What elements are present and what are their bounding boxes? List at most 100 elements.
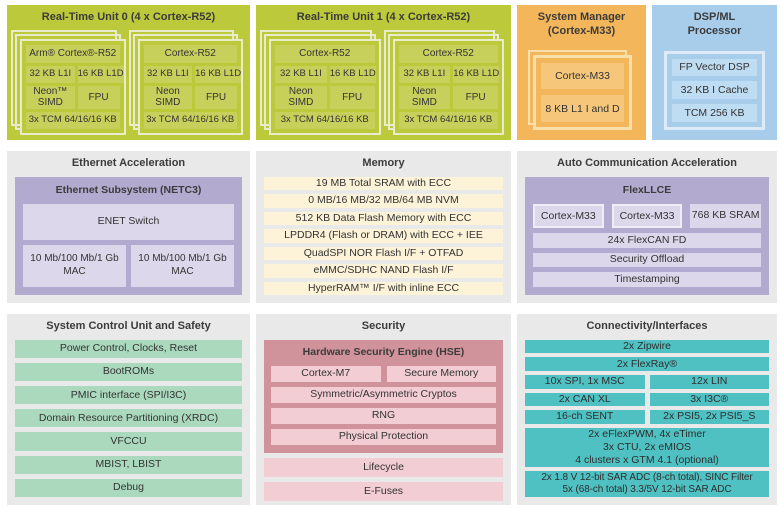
dsp-card: FP Vector DSP 32 KB I Cache TCM 256 KB [664,50,765,130]
simd-fpu-row: Neon SIMD FPU [398,85,498,109]
neon-simd: Neon™ SIMD [26,85,75,109]
safety-rows: Power Control, Clocks, Reset BootROMs PM… [15,339,242,497]
secure-memory-cell: Secure Memory [386,365,496,382]
l1i-cache: 32 KB L1I [398,65,451,83]
l1i-cache: 32 KB L1I [143,65,193,83]
enet-switch: ENET Switch [23,203,234,240]
core-name: Arm® Cortex®-R52 [26,44,120,63]
tile-real-time-unit-0: Real-Time Unit 0 (4 x Cortex-R52) Arm® C… [7,5,250,140]
gb-mac: 10 Mb/100 Mb/1 Gb MAC [131,244,234,287]
safety-row: Debug [15,478,242,497]
title-line: DSP/ML [693,11,736,23]
tile-security: Security Hardware Security Engine (HSE) … [256,314,511,505]
can-i3c-row: 2x CAN XL 3x I3C® [525,392,769,407]
tcm: 3x TCM 64/16/16 KB [143,111,237,129]
tile-real-time-unit-1: Real-Time Unit 1 (4 x Cortex-R52) Cortex… [256,5,511,140]
tile-title: System Control Unit and Safety [46,320,211,332]
lifecycle-row: Lifecycle [264,457,503,477]
can-xl-cell: 2x CAN XL [525,392,645,407]
neon-simd: Neon SIMD [398,85,451,109]
cortex-r52-core-stack: Cortex-R52 32 KB L1I 16 KB L1D Neon SIMD… [383,29,504,135]
core-name: Cortex-R52 [398,44,498,63]
cortex-m7-cell: Cortex-M7 [271,365,381,382]
i3c-cell: 3x I3C® [649,392,769,407]
l1d-cache: 16 KB L1D [329,65,376,83]
simd-fpu-row: Neon SIMD FPU [143,85,237,109]
core-group: Arm® Cortex®-R52 32 KB L1I 16 KB L1D Neo… [7,29,250,140]
tile-title: DSP/ML Processor [652,5,777,43]
zipwire-row: 2x Zipwire [525,339,769,354]
gb-mac: 10 Mb/100 Mb/1 Gb MAC [23,244,126,287]
cortex-r52-core-stack: Cortex-R52 32 KB L1I 16 KB L1D Neon SIMD… [128,29,243,135]
cortex-m33-stack: Cortex-M33 [611,203,683,228]
memory-row: eMMC/SDHC NAND Flash I/F [264,264,503,278]
memory-rows: 19 MB Total SRAM with ECC 0 MB/16 MB/32 … [264,176,503,296]
flexcan-row: 24x FlexCAN FD [533,232,761,248]
cortex-r52-core-stack: Cortex-R52 32 KB L1I 16 KB L1D Neon SIMD… [260,29,381,135]
core-name: Cortex-M33 [541,62,624,90]
adc-row: 2x 1.8 V 12-bit SAR ADC (8-ch total), SI… [525,471,769,498]
system-manager-body: Cortex-M33 8 KB L1 I and D [517,43,646,141]
tile-title: System Manager (Cortex-M33) [517,5,646,43]
l1i-cache: 32 KB L1I [26,65,75,83]
neon-simd: Neon SIMD [275,85,327,109]
hse-title: Hardware Security Engine (HSE) [302,345,465,358]
core-name: Cortex-R52 [143,44,237,63]
sent-psi5-row: 16-ch SENT 2x PSI5, 2x PSI5_S [525,410,769,424]
flexray-row: 2x FlexRay® [525,357,769,371]
memory-row: LPDDR4 (Flash or DRAM) with ECC + IEE [264,229,503,243]
timers-row: 2x eFlexPWM, 4x eTimer 3x CTU, 2x eMIOS … [525,427,769,468]
cortex-m33-cell: Cortex-M33 [611,203,683,228]
l1d-cache: 16 KB L1D [453,65,500,83]
timers-line: 3x CTU, 2x eMIOS [602,440,692,453]
dsp-body: FP Vector DSP 32 KB I Cache TCM 256 KB [652,43,777,141]
tile-memory: Memory 19 MB Total SRAM with ECC 0 MB/16… [256,151,511,303]
mac-row: 10 Mb/100 Mb/1 Gb MAC 10 Mb/100 Mb/1 Gb … [23,244,234,287]
tile-title: Auto Communication Acceleration [557,157,737,169]
l1i-cache: 32 KB L1I [275,65,327,83]
core-card: Cortex-R52 32 KB L1I 16 KB L1D Neon SIMD… [137,38,243,135]
timers-line: 2x eFlexPWM, 4x eTimer [588,427,706,440]
memory-row: HyperRAM™ I/F with inline ECC [264,281,503,296]
tile-system-control-safety: System Control Unit and Safety Power Con… [7,314,250,505]
memory-row: 512 KB Data Flash Memory with ECC [264,211,503,226]
tile-title: Connectivity/Interfaces [586,320,708,332]
cortex-m33-stack: Cortex-M33 8 KB L1 I and D [528,49,632,130]
physical-protection-row: Physical Protection [271,428,496,445]
ethernet-subsystem-block: Ethernet Subsystem (NETC3) ENET Switch 1… [15,176,242,295]
tile-auto-communication-acceleration: Auto Communication Acceleration FlexLLCE… [517,151,777,303]
security-offload-row: Security Offload [533,252,761,268]
simd-fpu-row: Neon™ SIMD FPU [26,85,120,109]
fp-vector-dsp: FP Vector DSP [672,58,757,77]
lin-cell: 12x LIN [649,374,769,389]
safety-row: VFCCU [15,432,242,451]
fpu: FPU [195,85,237,109]
core-card: Cortex-R52 32 KB L1I 16 KB L1D Neon SIMD… [269,38,381,135]
simd-fpu-row: Neon SIMD FPU [275,85,375,109]
connectivity-rows: 2x Zipwire 2x FlexRay® 10x SPI, 1x MSC 1… [525,339,769,498]
flexllce-cores: Cortex-M33 Cortex-M33 768 KB SRAM [533,203,761,228]
title-line: Processor [687,24,742,37]
efuses-row: E-Fuses [264,481,503,501]
subsystem-title: Ethernet Subsystem (NETC3) [55,183,202,196]
fpu: FPU [453,85,498,109]
spi-lin-row: 10x SPI, 1x MSC 12x LIN [525,374,769,389]
i-cache: 32 KB I Cache [672,81,757,100]
safety-row: Power Control, Clocks, Reset [15,339,242,358]
adc-line: 5x (68-ch total) 3.3/5V 12-bit SAR ADC [562,484,732,496]
l1d-cache: 16 KB L1D [77,65,124,83]
cortex-m33-stack: Cortex-M33 [533,203,604,228]
core-group: Cortex-R52 32 KB L1I 16 KB L1D Neon SIMD… [256,29,511,140]
tcm: 3x TCM 64/16/16 KB [26,111,120,129]
neon-simd: Neon SIMD [143,85,193,109]
cache-row: 32 KB L1I 16 KB L1D [398,65,500,83]
cache-row: 32 KB L1I 16 KB L1D [143,65,242,83]
tile-title: Real-Time Unit 0 (4 x Cortex-R52) [41,11,216,23]
flexllce-title: FlexLLCE [622,183,672,196]
sram-cell: 768 KB SRAM [690,203,761,228]
spi-msc-cell: 10x SPI, 1x MSC [525,374,645,389]
l1-cache: 8 KB L1 I and D [541,95,624,122]
tcm: 3x TCM 64/16/16 KB [275,111,375,129]
l1d-cache: 16 KB L1D [195,65,242,83]
